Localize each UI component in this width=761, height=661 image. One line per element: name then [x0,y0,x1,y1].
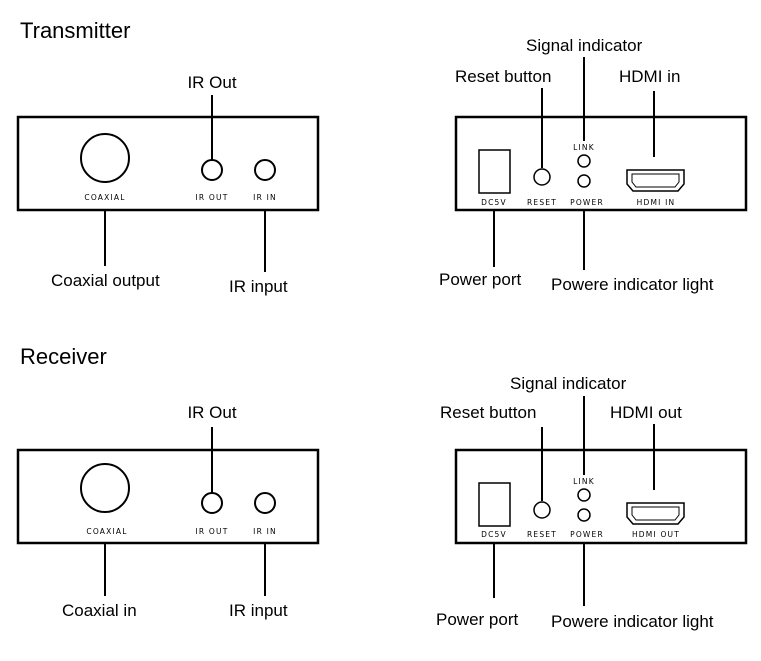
reset-button-icon [533,168,551,186]
power-port-callout: Power port [436,610,518,629]
signal-callout: Signal indicator [526,36,643,55]
power-light-callout: Powere indicator light [551,275,714,294]
coaxial-callout: Coaxial output [51,271,160,290]
hdmi-callout: HDMI out [610,403,682,422]
receiver-back-panel: DC5V RESET LINK POWER HDMI OUT [454,448,748,545]
transmitter-front-panel: COAXIAL IR OUT IR IN [16,115,320,212]
ir-out-jack-icon [201,159,223,181]
transmitter-back-panel: DC5V RESET LINK POWER HDMI IN [454,115,748,212]
receiver-front-panel: COAXIAL IR OUT IR IN [16,448,320,545]
power-led-icon [577,174,591,188]
ir-in-panel-label: IR IN [253,193,277,202]
link-panel-label: LINK [573,143,595,152]
power-port-icon [478,482,511,527]
hdmi-port-icon [626,502,685,525]
ir-in-panel-label: IR IN [253,527,277,536]
coaxial-port-icon [80,133,130,183]
ir-out-panel-label: IR OUT [196,527,229,536]
reset-button-icon [533,501,551,519]
hdmi-port-icon [626,169,685,192]
link-led-icon [577,488,591,502]
link-panel-label: LINK [573,477,595,486]
reset-panel-label: RESET [527,530,557,539]
ir-out-panel-label: IR OUT [196,193,229,202]
hdmi-panel-label: HDMI IN [637,198,676,207]
coaxial-callout: Coaxial in [62,601,137,620]
hdmi-callout: HDMI in [619,67,680,86]
signal-callout: Signal indicator [510,374,627,393]
ir-in-jack-icon [254,492,276,514]
coaxial-panel-label: COAXIAL [84,193,125,202]
ir-in-callout: IR input [229,277,288,296]
hdmi-port-inner [631,506,680,521]
reset-callout: Reset button [455,67,551,86]
power-led-icon [577,508,591,522]
ir-in-callout: IR input [229,601,288,620]
ir-out-callout: IR Out [187,73,236,92]
hdmi-panel-label: HDMI OUT [632,530,680,539]
front-panel-outline [16,115,320,212]
ir-in-jack-icon [254,159,276,181]
reset-panel-label: RESET [527,198,557,207]
back-panel-outline [454,448,748,545]
front-panel-outline [16,448,320,545]
power-port-callout: Power port [439,270,521,289]
back-panel-outline [454,115,748,212]
power-port-icon [478,149,511,194]
coaxial-panel-label: COAXIAL [86,527,127,536]
dc5v-panel-label: DC5V [481,198,507,207]
receiver-title: Receiver [20,344,107,369]
ir-out-callout: IR Out [187,403,236,422]
ir-out-jack-icon [201,492,223,514]
reset-callout: Reset button [440,403,536,422]
power-panel-label: POWER [570,198,604,207]
hdmi-port-inner [631,173,680,188]
power-light-callout: Powere indicator light [551,612,714,631]
transmitter-title: Transmitter [20,18,130,43]
dc5v-panel-label: DC5V [481,530,507,539]
coaxial-port-icon [80,463,130,513]
power-panel-label: POWER [570,530,604,539]
link-led-icon [577,154,591,168]
